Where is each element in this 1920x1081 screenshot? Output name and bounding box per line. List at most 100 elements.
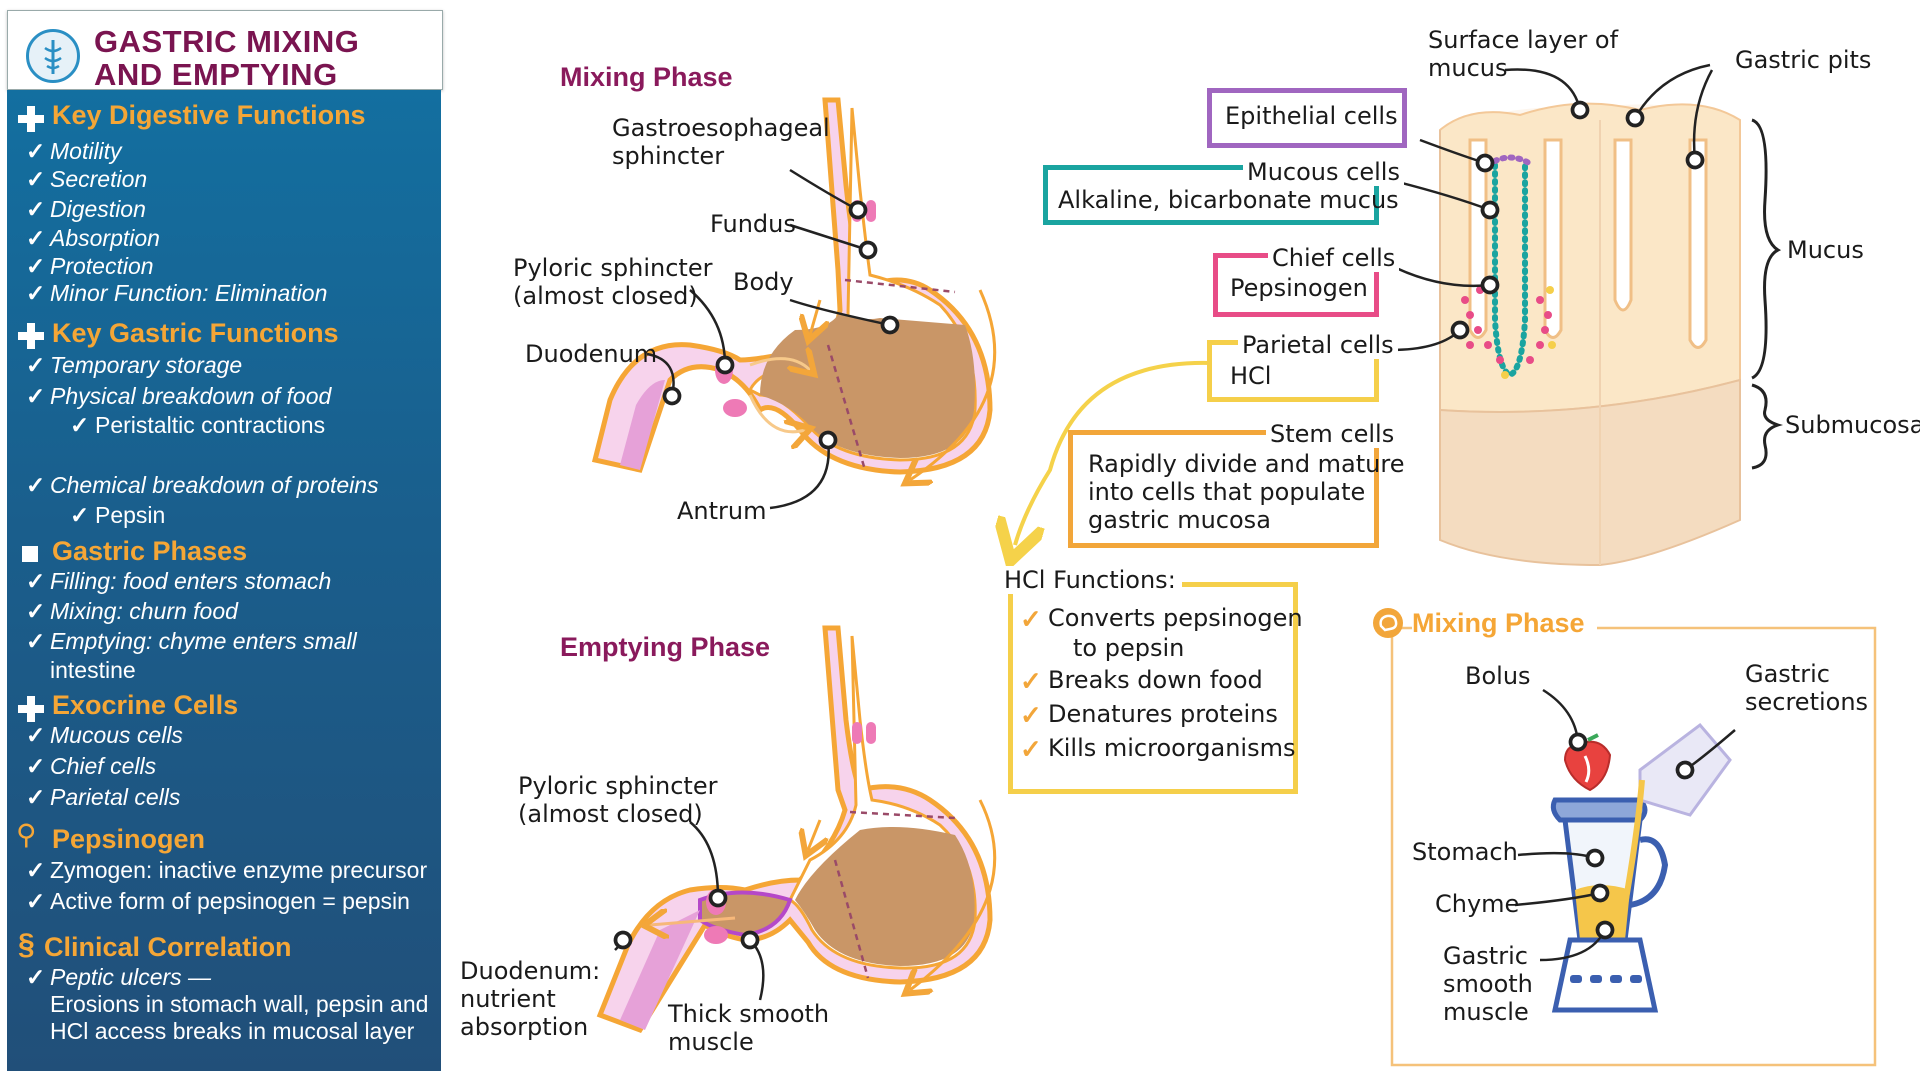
section-heading-clinical: Clinical Correlation [44,932,292,962]
check-icon: ✓ [26,472,46,498]
list-item: Protection [50,253,154,279]
sidebar [7,90,441,1071]
hcl-item: Kills microorganisms [1048,734,1296,762]
label-submucosa: Submucosa [1785,411,1920,439]
check-icon: ✓ [26,857,46,883]
list-item: Filling: food enters stomach [50,568,332,594]
title-line-2: AND EMPTYING [94,57,338,92]
list-item: Chemical breakdown of proteins [50,472,379,498]
plus-icon [18,106,44,132]
list-item: Emptying: chyme enters small [50,628,357,654]
label-stem-desc-3: gastric mucosa [1088,506,1271,534]
gastric-mucosa-block [1389,63,1784,567]
label-stem-cells: Stem cells [1266,420,1399,448]
label-chyme: Chyme [1435,890,1520,918]
list-item: Absorption [50,225,160,251]
label-antrum: Antrum [677,497,767,525]
epithelial-cells-box [1207,88,1407,148]
label-mucous-cells: Mucous cells [1243,158,1404,186]
list-item: Zymogen: inactive enzyme precursor [50,857,428,883]
section-heading-exocrine: Exocrine Cells [52,690,239,720]
hcl-item: to pepsin [1073,634,1185,662]
label-stem-desc-2: into cells that populate [1088,478,1366,506]
check-icon: ✓ [26,784,46,810]
label-stem-desc: Rapidly divide and mature [1088,450,1405,478]
check-icon: ✓ [1020,604,1042,634]
label-gastric-secretions: Gastric [1745,660,1830,688]
title-line-1: GASTRIC MIXING [94,24,360,59]
label-pepsinogen: Pepsinogen [1230,274,1368,302]
mixing-phase-title: Mixing Phase [560,62,733,92]
blender-illustration [1390,626,1877,1067]
label-pyloric-2: (almost closed) [513,282,698,310]
check-icon: ✓ [26,166,46,192]
label-fundus: Fundus [710,210,796,238]
list-item: Peptic ulcers — [50,964,212,990]
plus-icon [18,696,44,722]
label-chief-cells: Chief cells [1268,244,1400,272]
label-gastric-pits: Gastric pits [1735,46,1872,74]
label-thick-muscle: Thick smooth [668,1000,830,1028]
list-item: Active form of pepsinogen = pepsin [50,888,410,914]
check-icon: ✓ [26,598,46,624]
check-icon: ✓ [26,253,46,279]
list-item: Digestion [50,196,146,222]
label-gastroesophageal: Gastroesophageal [612,114,830,142]
title-box: GASTRIC MIXING AND EMPTYING [7,10,443,92]
plus-icon [18,323,44,349]
label-duodenum-absorption-3: absorption [460,1013,589,1041]
label-body: Body [733,268,794,296]
check-icon: ✓ [26,628,46,654]
list-item: Mucous cells [50,722,183,748]
list-item: Erosions in stomach wall, pepsin and [50,991,429,1017]
check-icon: ✓ [26,753,46,779]
stethoscope-icon: § [18,928,35,961]
list-item: Pepsin [95,502,166,528]
label-thick-muscle-2: muscle [668,1028,754,1056]
brain-icon [1373,608,1403,638]
emptying-stomach [596,625,997,1034]
hcl-item: Converts pepsinogen [1048,604,1303,632]
check-icon: ✓ [26,280,46,306]
label-duodenum: Duodenum [525,340,658,368]
caduceus-logo-icon [26,29,80,83]
square-icon [22,546,38,562]
mucous-cells-box [1043,165,1379,225]
check-icon: ✓ [26,138,46,164]
section-heading-gastric: Key Gastric Functions [52,318,339,348]
list-item: Parietal cells [50,784,181,810]
mixing-stomach [591,97,997,510]
check-icon: ✓ [26,964,46,990]
label-mucus: Mucus [1787,236,1864,264]
label-parietal-cells: Parietal cells [1238,331,1398,359]
label-gastric-smooth-muscle-3: muscle [1443,998,1529,1026]
list-item: intestine [50,657,136,683]
label-gastric-secretions-2: secretions [1745,688,1869,716]
list-item: Temporary storage [50,352,243,378]
hcl-item: Denatures proteins [1048,700,1278,728]
check-icon: ✓ [26,225,46,251]
check-icon: ✓ [26,722,46,748]
label-epithelial-cells: Epithelial cells [1225,102,1398,130]
label-gastric-smooth-muscle-2: smooth [1443,970,1533,998]
label-pyloric: Pyloric sphincter [518,772,718,800]
list-item: Peristaltic contractions [95,412,326,438]
check-icon: ✓ [70,502,90,528]
check-icon: ✓ [1020,734,1042,764]
hcl-item: Breaks down food [1048,666,1263,694]
label-pyloric: Pyloric sphincter [513,254,713,282]
check-icon: ✓ [26,568,46,594]
label-gastric-smooth-muscle: Gastric [1443,942,1528,970]
list-item: Mixing: churn food [50,598,238,624]
list-item: HCl access breaks in mucosal layer [50,1018,415,1044]
label-gastroesophageal-2: sphincter [612,142,725,170]
label-surface-layer-2: mucus [1428,54,1508,82]
magnifier-icon: ⚲ [16,819,37,850]
label-alkaline-mucus: Alkaline, bicarbonate mucus [1058,186,1399,214]
check-icon: ✓ [26,352,46,378]
label-duodenum-absorption: Duodenum: [460,957,601,985]
label-bolus: Bolus [1465,662,1531,690]
blender-section-title: Mixing Phase [1412,608,1597,639]
